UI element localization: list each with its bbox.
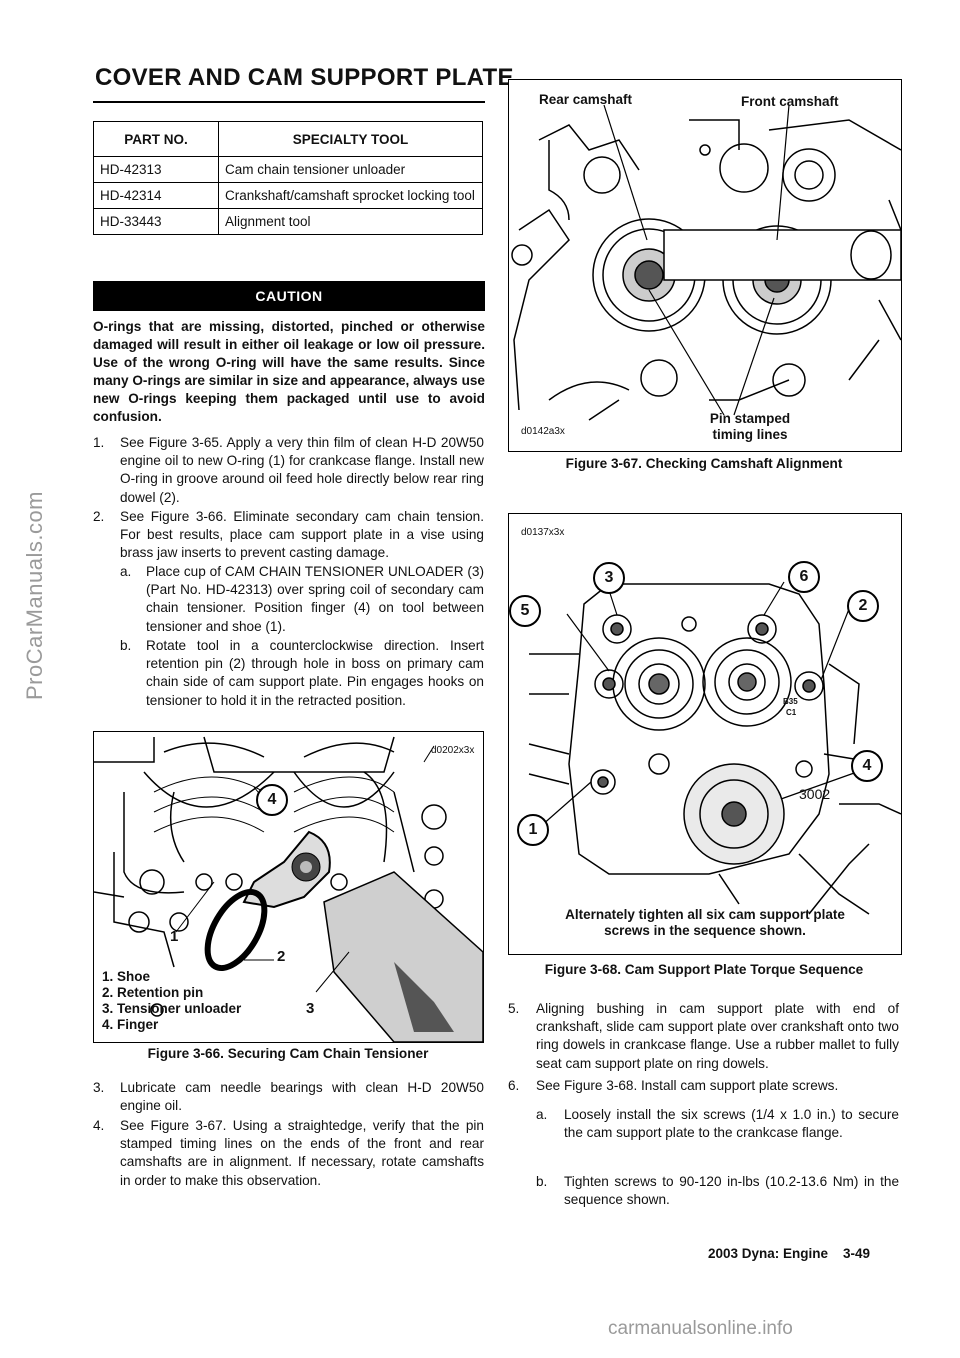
table-cell-part: HD-42314 <box>93 182 219 209</box>
callout-4: 4 <box>256 784 288 816</box>
step-text: Lubricate cam needle bearings with clean… <box>120 1080 484 1114</box>
step-number: 6. <box>508 1078 520 1093</box>
callout-3: 3 <box>306 1000 315 1017</box>
substep-letter: a. <box>536 1107 548 1122</box>
figure-3-68: d0137x3x 3 6 5 2 4 1 B35 C1 3002 Alterna… <box>508 513 902 955</box>
step-text: See Figure 3-67. Using a straightedge, v… <box>120 1118 484 1188</box>
table-header-part: PART NO. <box>93 121 219 157</box>
substep-text: Loosely install the six screws (1/4 x 1.… <box>564 1107 899 1141</box>
specialty-tools-table: PART NO. SPECIALTY TOOL HD-42313 Cam cha… <box>93 121 483 235</box>
step-number: 2. <box>93 509 105 524</box>
table-row: HD-42313 Cam chain tensioner unloader <box>93 156 483 183</box>
figure-3-66: d0202x3x 4 1 2 3 1. Shoe 2. Retention pi… <box>93 731 484 1043</box>
stamp-c1: C1 <box>786 708 797 717</box>
table-cell-part: HD-42313 <box>93 156 219 183</box>
substep-letter: a. <box>120 564 132 579</box>
callout-1: 1 <box>170 928 179 945</box>
tensioner-illustration <box>94 736 483 1042</box>
legend-item: 1. Shoe <box>102 969 151 984</box>
step-number: 5. <box>508 1001 520 1016</box>
table-cell-tool: Alignment tool <box>218 208 483 235</box>
torque-note-line2: screws in the sequence shown. <box>604 923 806 938</box>
step-text: See Figure 3-68. Install cam support pla… <box>536 1078 839 1093</box>
figure-3-67: Rear camshaft Front camshaft d0142a3x Pi… <box>508 79 902 452</box>
figure-code: d0202x3x <box>431 745 475 756</box>
page-title: COVER AND CAM SUPPORT PLATE <box>95 64 514 91</box>
callout-4: 4 <box>851 750 883 782</box>
substep-letter: b. <box>120 638 132 653</box>
figure-caption: Figure 3-68. Cam Support Plate Torque Se… <box>544 962 864 977</box>
table-cell-tool: Crankshaft/camshaft sprocket locking too… <box>218 182 483 209</box>
side-watermark: ProCarManuals.com <box>22 490 47 700</box>
table-header-tool: SPECIALTY TOOL <box>218 121 483 157</box>
table-cell-tool: Cam chain tensioner unloader <box>218 156 483 183</box>
step-number: 4. <box>93 1118 105 1133</box>
legend-item: 2. Retention pin <box>102 985 204 1000</box>
stamp-b35: B35 <box>783 697 798 706</box>
substep-text: Tighten screws to 90-120 in-lbs (10.2-13… <box>564 1174 899 1208</box>
caution-text: O-rings that are missing, distorted, pin… <box>93 319 485 424</box>
stamp-3002: 3002 <box>799 786 831 802</box>
table-row: HD-42314 Crankshaft/camshaft sprocket lo… <box>93 182 483 209</box>
figure-code: d0137x3x <box>521 527 565 538</box>
page-footer: 2003 Dyna: Engine 3-49 <box>708 1246 871 1261</box>
table-cell-part: HD-33443 <box>93 208 219 235</box>
figure-caption: Figure 3-66. Securing Cam Chain Tensione… <box>147 1046 429 1061</box>
bottom-watermark: carmanualsonline.info <box>608 1318 793 1339</box>
label-pin-stamped: Pin stamped <box>709 411 791 426</box>
callout-1: 1 <box>517 814 549 846</box>
callout-6: 6 <box>788 561 820 593</box>
title-rule <box>93 101 485 103</box>
legend-item: 4. Finger <box>102 1017 159 1032</box>
figure-caption: Figure 3-67. Checking Camshaft Alignment <box>565 456 843 471</box>
caution-banner: CAUTION <box>93 281 485 311</box>
torque-sequence-illustration <box>528 581 901 915</box>
legend-item: 3. Tensioner unloader <box>102 1001 242 1016</box>
label-rear-camshaft: Rear camshaft <box>539 92 633 107</box>
substep-text: Place cup of CAM CHAIN TENSIONER UNLOADE… <box>146 564 484 634</box>
table-header-row: PART NO. SPECIALTY TOOL <box>93 121 483 157</box>
substep-text: Rotate tool in a counterclockwise direct… <box>146 638 484 708</box>
substep-letter: b. <box>536 1174 548 1189</box>
callout-2: 2 <box>847 590 879 622</box>
step-number: 1. <box>93 435 105 450</box>
step-text: See Figure 3-65. Apply a very thin film … <box>120 435 484 505</box>
label-timing-lines: timing lines <box>712 427 788 442</box>
step-text: See Figure 3-66. Eliminate secondary cam… <box>120 509 484 561</box>
camshaft-alignment-illustration <box>511 104 901 421</box>
figure-code: d0142a3x <box>521 426 565 437</box>
step-number: 3. <box>93 1080 105 1095</box>
torque-note-line1: Alternately tighten all six cam support … <box>565 907 845 922</box>
step-text: Aligning bushing in cam support plate wi… <box>536 1001 899 1071</box>
callout-3: 3 <box>593 562 625 594</box>
label-front-camshaft: Front camshaft <box>741 94 839 109</box>
callout-5: 5 <box>509 595 541 627</box>
callout-2: 2 <box>277 948 286 965</box>
table-row: HD-33443 Alignment tool <box>93 208 483 235</box>
